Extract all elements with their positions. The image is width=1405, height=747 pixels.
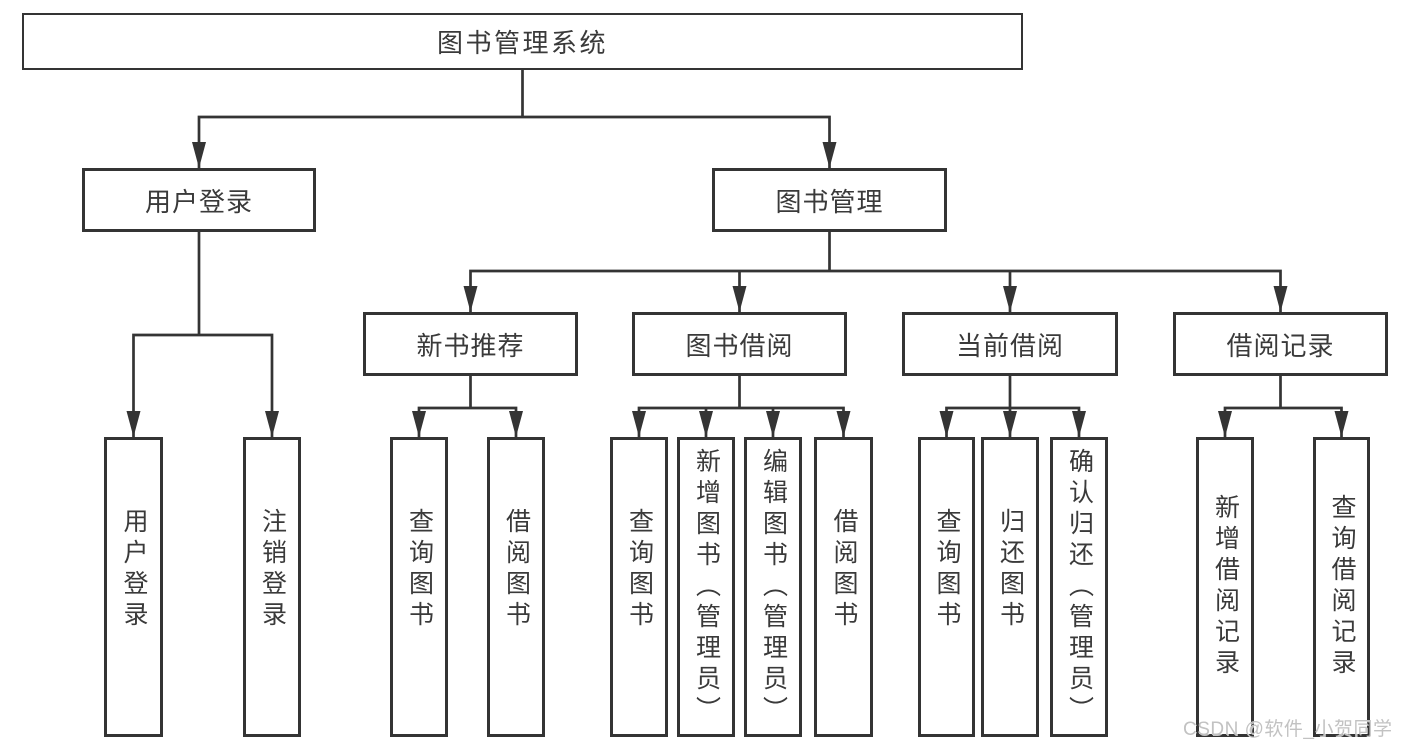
arrowhead-icon bbox=[699, 411, 713, 437]
node-label: 编辑图书（管理员） bbox=[759, 447, 788, 727]
node-label: 注销登录 bbox=[258, 508, 287, 632]
leaf-borrow-books-borrowing: 借阅图书 bbox=[814, 437, 873, 737]
connector-borrow-records-to-leaves bbox=[1223, 376, 1343, 437]
node-label: 借阅记录 bbox=[1226, 330, 1335, 361]
node-label: 查询图书 bbox=[625, 508, 654, 632]
node-label: 用户登录 bbox=[144, 186, 253, 217]
leaf-borrow-books-recommend: 借阅图书 bbox=[487, 437, 545, 737]
connector-book-management-to-level3 bbox=[469, 232, 1282, 312]
arrowhead-icon bbox=[463, 286, 478, 312]
connector-new-book-recommend-to-leaves bbox=[417, 376, 518, 437]
watermark: CSDN @软件_小贺同学 bbox=[1183, 719, 1393, 740]
node-label: 图书管理 bbox=[775, 186, 884, 217]
arrowhead-icon bbox=[509, 411, 523, 437]
node-book-management: 图书管理 bbox=[712, 168, 947, 232]
leaf-confirm-return-admin: 确认归还（管理员） bbox=[1050, 437, 1108, 737]
arrowhead-icon bbox=[822, 142, 837, 168]
connector-book-borrowing-to-leaves bbox=[637, 376, 845, 437]
connector-user-login-to-leaves bbox=[132, 232, 274, 437]
node-label: 图书管理系统 bbox=[436, 28, 608, 58]
node-current-borrowing: 当前借阅 bbox=[902, 312, 1118, 376]
node-label: 新增借阅记录 bbox=[1211, 494, 1240, 680]
node-label: 确认归还（管理员） bbox=[1065, 447, 1094, 727]
arrowhead-icon bbox=[412, 411, 426, 437]
arrowhead-icon bbox=[732, 286, 747, 312]
leaf-query-books-borrowing: 查询图书 bbox=[610, 437, 668, 737]
arrowhead-icon bbox=[1218, 411, 1232, 437]
node-label: 当前借阅 bbox=[955, 330, 1064, 361]
arrowhead-icon bbox=[126, 411, 141, 437]
node-label: 查询图书 bbox=[405, 508, 434, 632]
arrowhead-icon bbox=[766, 411, 780, 437]
leaf-logout: 注销登录 bbox=[243, 437, 301, 737]
node-label: 借阅图书 bbox=[502, 508, 531, 632]
node-library-system: 图书管理系统 bbox=[22, 13, 1023, 70]
arrowhead-icon bbox=[1003, 286, 1017, 312]
node-label: 归还图书 bbox=[996, 508, 1025, 632]
connector-root-to-level2 bbox=[197, 70, 831, 168]
leaf-query-books-current: 查询图书 bbox=[918, 437, 975, 737]
node-label: 图书借阅 bbox=[685, 330, 794, 361]
leaf-query-borrow-record: 查询借阅记录 bbox=[1313, 437, 1370, 737]
arrowhead-icon bbox=[1072, 411, 1086, 437]
node-borrow-records: 借阅记录 bbox=[1173, 312, 1388, 376]
leaf-user-login: 用户登录 bbox=[104, 437, 163, 737]
connector-current-borrowing-to-leaves bbox=[945, 376, 1081, 437]
arrowhead-icon bbox=[1003, 411, 1017, 437]
node-label: 新增图书（管理员） bbox=[692, 447, 721, 727]
node-label: 用户登录 bbox=[120, 508, 148, 632]
arrowhead-icon bbox=[632, 411, 646, 437]
node-new-book-recommend: 新书推荐 bbox=[363, 312, 578, 376]
leaf-add-borrow-record: 新增借阅记录 bbox=[1196, 437, 1254, 737]
leaf-add-books-admin: 新增图书（管理员） bbox=[677, 437, 735, 737]
node-label: 查询借阅记录 bbox=[1328, 494, 1356, 680]
arrowhead-icon bbox=[939, 411, 954, 437]
node-label: 查询图书 bbox=[933, 508, 961, 632]
arrowhead-icon bbox=[192, 142, 206, 168]
arrowhead-icon bbox=[1334, 411, 1349, 437]
arrowhead-icon bbox=[836, 411, 851, 437]
arrowhead-icon bbox=[265, 411, 279, 437]
node-label: 借阅图书 bbox=[830, 508, 858, 632]
node-book-borrowing: 图书借阅 bbox=[632, 312, 847, 376]
leaf-edit-books-admin: 编辑图书（管理员） bbox=[744, 437, 802, 737]
arrowhead-icon bbox=[1273, 286, 1288, 312]
leaf-return-books: 归还图书 bbox=[981, 437, 1039, 737]
node-user-login: 用户登录 bbox=[82, 168, 316, 232]
node-label: 新书推荐 bbox=[416, 330, 525, 361]
leaf-query-books-recommend: 查询图书 bbox=[390, 437, 448, 737]
